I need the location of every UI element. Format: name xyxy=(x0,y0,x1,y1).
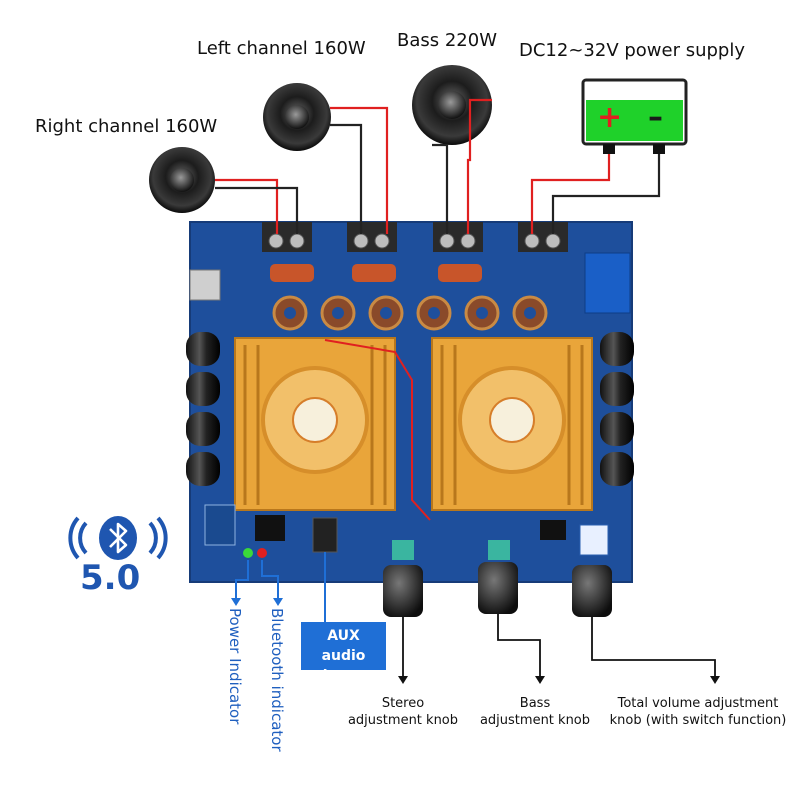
pointer-lines xyxy=(402,614,716,678)
indicator-pointers xyxy=(235,552,326,622)
volume-switch-pot xyxy=(579,524,609,556)
bass-knob-label: Bass adjustment knob xyxy=(470,695,600,729)
bass-knob-label-line1: Bass xyxy=(519,696,551,711)
stereo-potentiometer xyxy=(392,540,414,560)
relay xyxy=(584,252,631,314)
stereo-label-line1: Stereo xyxy=(381,696,425,711)
aux-jack xyxy=(312,517,338,553)
bass-label: Bass 220W xyxy=(397,30,498,51)
terminal-bass xyxy=(433,222,483,252)
right-channel-label: Right channel 160W xyxy=(35,116,218,137)
fan-cable xyxy=(324,339,431,521)
bluetooth-version: 5.0 xyxy=(80,558,141,598)
bass-potentiometer xyxy=(488,540,510,560)
bluetooth-indicator-led xyxy=(257,548,267,558)
stereo-knob xyxy=(383,565,423,617)
pointer-arrows xyxy=(398,676,720,684)
power-supply-label: DC12~32V power supply xyxy=(519,40,746,61)
battery-power-supply xyxy=(581,78,688,154)
bass-knob-label-line2: adjustment knob xyxy=(479,713,591,728)
power-indicator-label: Power Indicator xyxy=(226,608,244,725)
stereo-knob-label: Stereo adjustment knob xyxy=(338,695,468,729)
volume-knob xyxy=(572,565,612,617)
battery-plus-sign: + xyxy=(597,100,623,135)
chip xyxy=(255,515,285,541)
terminal-left-channel xyxy=(347,222,397,252)
left-channel-label: Left channel 160W xyxy=(197,38,366,59)
speaker-right-channel xyxy=(149,147,215,213)
bass-knob xyxy=(478,562,518,614)
heatsink-left xyxy=(234,337,396,511)
terminal-power xyxy=(518,222,568,252)
stereo-label-line2: adjustment knob xyxy=(347,713,459,728)
speaker-bass xyxy=(412,65,492,145)
aux-label-line2: audio input xyxy=(321,648,366,684)
volume-label-line2: knob (with switch function) xyxy=(609,713,787,728)
battery-minus-sign: – xyxy=(648,100,663,135)
film-capacitors xyxy=(270,264,482,282)
chip-2 xyxy=(540,520,566,540)
bluetooth-indicator-label: Bluetooth indicator xyxy=(268,608,286,752)
terminal-right-channel xyxy=(262,222,312,252)
volume-label-line1: Total volume adjustment xyxy=(617,696,779,711)
volume-knob-label: Total volume adjustment knob (with switc… xyxy=(598,695,798,729)
speaker-left-channel xyxy=(263,83,331,151)
bluetooth-module xyxy=(204,504,236,546)
speaker-wires xyxy=(215,98,661,234)
heatsink-right xyxy=(431,337,593,511)
power-indicator-led xyxy=(243,548,253,558)
electrolytic-capacitors xyxy=(186,332,634,486)
usb-port xyxy=(189,269,221,301)
aux-label-line1: AUX xyxy=(327,628,360,644)
bluetooth-icon xyxy=(68,516,168,560)
aux-input-label: AUX audio input xyxy=(301,622,386,684)
